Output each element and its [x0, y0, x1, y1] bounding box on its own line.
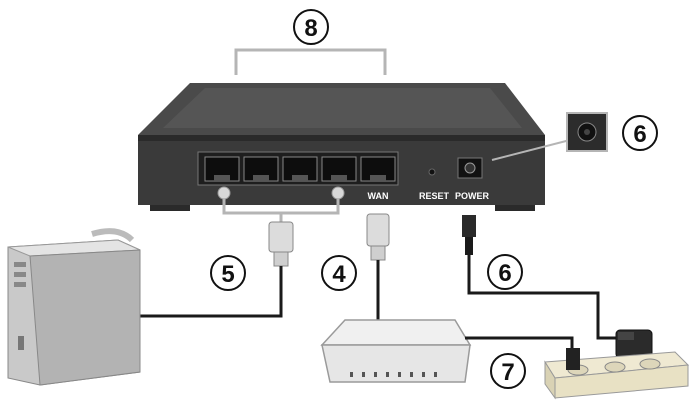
reset-label: RESET: [419, 191, 450, 201]
power-strip: 7: [490, 348, 690, 400]
modem: [320, 319, 574, 383]
callout-circle-6-bottom: [487, 254, 523, 290]
power-jack-zoom: 6: [491, 112, 658, 161]
desktop-computer: [7, 228, 141, 386]
lan-cable: 5: [140, 221, 294, 318]
callout-circle-8: [293, 9, 329, 45]
lan-bracket: [217, 186, 345, 222]
callout-circle-6-top: [622, 115, 658, 151]
callout-6-bottom-label: 6: [498, 260, 511, 287]
router: WAN RESET POWER: [138, 83, 545, 211]
power-cable: 6: [462, 215, 620, 340]
callout-circle-5: [210, 255, 246, 291]
lan-port-1: [204, 156, 240, 182]
callout-4-label: 4: [332, 261, 346, 288]
lan-port-4: [321, 156, 357, 182]
wan-cable: 4: [321, 213, 390, 322]
wan-port: [360, 156, 396, 182]
lan-port-3: [282, 156, 318, 182]
callout-6-top-label: 6: [633, 121, 646, 148]
wan-label: WAN: [368, 191, 389, 201]
top-bracket: 8: [234, 9, 387, 75]
power-label: POWER: [455, 191, 490, 201]
callout-8-label: 8: [304, 15, 317, 42]
callout-5-label: 5: [221, 261, 234, 288]
lan-port-2: [243, 156, 279, 182]
callout-circle-7: [490, 353, 526, 389]
callout-circle-4: [321, 255, 357, 291]
callout-7-label: 7: [501, 359, 514, 386]
reset-button: [428, 168, 436, 176]
